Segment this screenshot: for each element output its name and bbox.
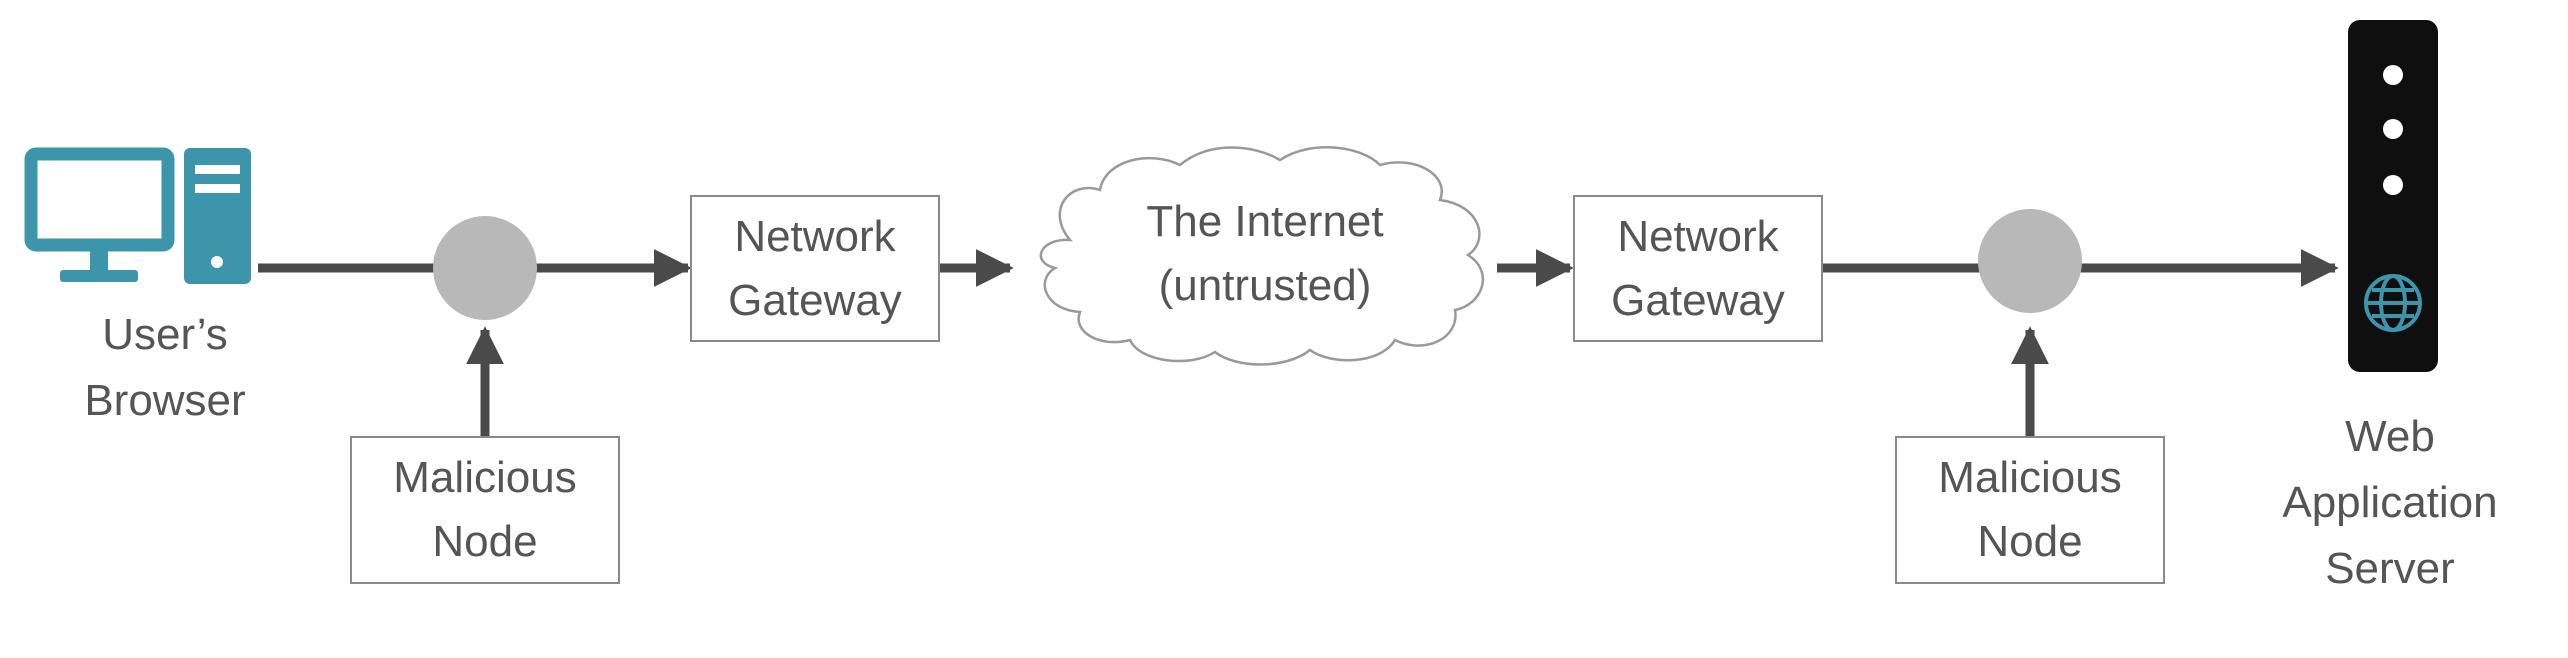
intercept-node-right bbox=[1978, 209, 2082, 313]
server-label: Web Application Server bbox=[2240, 404, 2540, 602]
browser-label: User’s Browser bbox=[50, 302, 280, 434]
desktop-computer-icon bbox=[24, 147, 251, 284]
gateway-right-line1: Network bbox=[1617, 211, 1779, 261]
malicious-right-line1: Malicious bbox=[1938, 453, 2122, 502]
server-label-line3: Server bbox=[2325, 544, 2455, 593]
internet-label: The Internet (untrusted) bbox=[1090, 190, 1440, 318]
network-gateway-right: Network Gateway bbox=[1573, 195, 1823, 342]
network-gateway-left: Network Gateway bbox=[690, 195, 940, 342]
browser-label-line1: User’s bbox=[102, 310, 228, 359]
gateway-left-line1: Network bbox=[734, 211, 896, 261]
browser-label-line2: Browser bbox=[84, 376, 246, 425]
server-label-line2: Application bbox=[2282, 478, 2498, 527]
globe-icon bbox=[2364, 274, 2422, 332]
internet-label-line2: (untrusted) bbox=[1158, 261, 1372, 310]
server-icon bbox=[2348, 20, 2438, 372]
malicious-right-line2: Node bbox=[1977, 517, 2083, 566]
gateway-left-line2: Gateway bbox=[728, 275, 902, 325]
malicious-node-right: Malicious Node bbox=[1895, 436, 2165, 584]
gateway-right-line2: Gateway bbox=[1611, 275, 1785, 325]
malicious-node-left: Malicious Node bbox=[350, 436, 620, 584]
server-label-line1: Web bbox=[2345, 412, 2435, 461]
internet-label-line1: The Internet bbox=[1146, 197, 1384, 246]
malicious-left-line2: Node bbox=[432, 517, 538, 566]
internet-cloud bbox=[1039, 146, 1485, 366]
intercept-node-left bbox=[433, 216, 537, 320]
malicious-left-line1: Malicious bbox=[393, 453, 577, 502]
